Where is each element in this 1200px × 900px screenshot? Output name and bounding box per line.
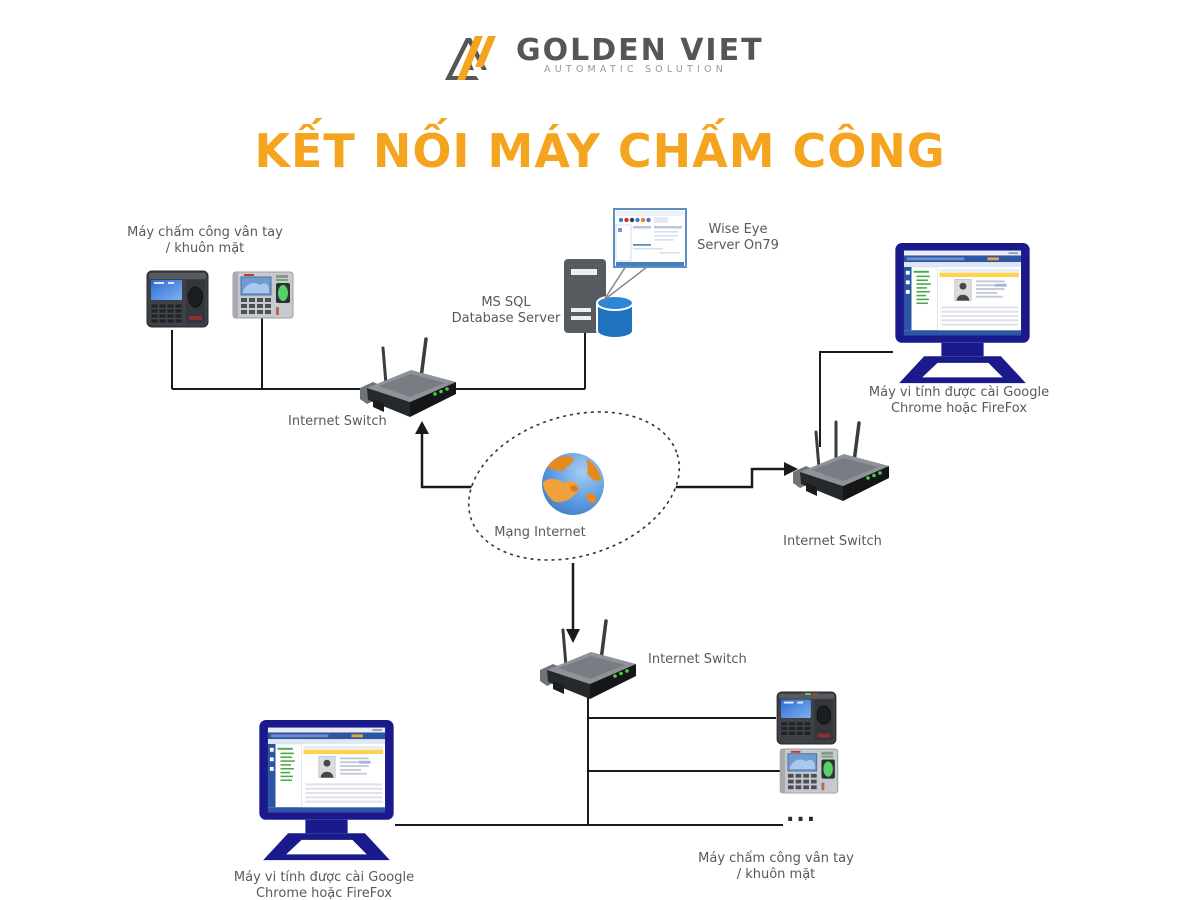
page-title: KẾT NỐI MÁY CHẤM CÔNG	[254, 124, 946, 178]
router-icon	[360, 337, 456, 417]
brand-tagline: AUTOMATIC SOLUTION	[544, 64, 728, 75]
globe-icon	[542, 453, 604, 515]
attendance-bottom-label: Máy chấm công vân tay / khuôn mặt	[698, 851, 854, 883]
pc-bottom-label: Máy vi tính được cài Google Chrome hoặc …	[233, 870, 415, 900]
wise-eye-label: Wise Eye Server On79	[697, 222, 779, 254]
brand-text: GOLDEN VIET	[516, 33, 764, 68]
router-icon	[540, 619, 636, 699]
fingerprint-terminal-icon	[776, 691, 837, 745]
attendance-top-label: Máy chấm công vân tay / khuôn mặt	[127, 225, 283, 257]
golden-viet-logo-icon	[445, 36, 496, 80]
database-icon	[596, 295, 634, 339]
router-icon	[793, 420, 889, 501]
pc-right-label: Máy vi tính được cài Google Chrome hoặc …	[868, 385, 1050, 417]
fingerprint-terminal-icon	[779, 748, 839, 794]
monitor-icon	[895, 243, 1030, 384]
more-devices-ellipsis: ...	[786, 802, 818, 827]
switch-top-label: Internet Switch	[288, 414, 387, 429]
wise-eye-window	[603, 208, 687, 301]
server-icon	[564, 259, 606, 333]
switch-right-label: Internet Switch	[783, 534, 882, 549]
switch-bottom-label: Internet Switch	[648, 652, 747, 667]
fingerprint-terminal-icon	[232, 271, 294, 319]
monitor-icon	[259, 720, 394, 861]
internet-label: Mạng Internet	[494, 525, 586, 540]
sql-server-label: MS SQL Database Server	[451, 295, 561, 327]
fingerprint-terminal-icon	[146, 270, 209, 328]
